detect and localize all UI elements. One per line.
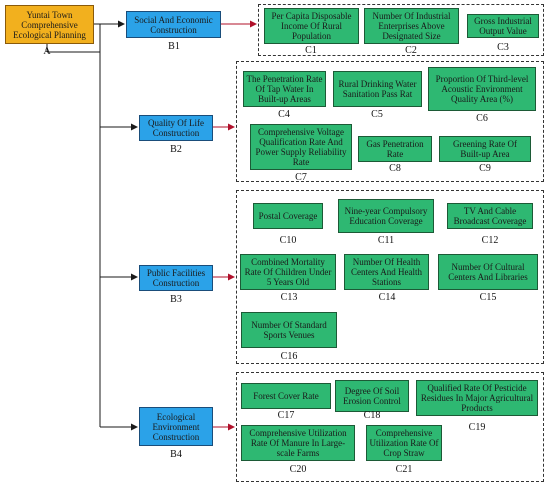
branch-b1-code: B1 xyxy=(168,41,180,52)
leaf-c7: Comprehensive Voltage Qualification Rate… xyxy=(250,124,352,170)
group-b1-frame xyxy=(258,4,544,56)
leaf-c5: Rural Drinking Water Sanitation Pass Rat xyxy=(333,71,422,107)
leaf-c14: Number Of Health Centers And Health Stat… xyxy=(344,254,429,290)
leaf-c2: Number Of Industrial Enterprises Above D… xyxy=(364,8,459,44)
leaf-c20-code: C20 xyxy=(289,464,307,475)
branch-b4: Ecological Environment Construction xyxy=(139,407,213,446)
leaf-c12: TV And Cable Broadcast Coverage xyxy=(447,203,533,229)
leaf-c17-code: C17 xyxy=(277,410,295,421)
branch-b3: Public Facilities Construction xyxy=(139,265,213,291)
leaf-c12-code: C12 xyxy=(481,235,499,246)
leaf-c3-code: C3 xyxy=(497,42,509,53)
leaf-c17: Forest Cover Rate xyxy=(241,383,331,409)
leaf-c13: Combined Mortality Rate Of Children Unde… xyxy=(240,254,336,290)
leaf-c9-code: C9 xyxy=(479,163,491,174)
leaf-c9: Greening Rate Of Built-up Area xyxy=(439,136,531,162)
branch-b4-code: B4 xyxy=(170,449,182,460)
leaf-c11-code: C11 xyxy=(377,235,395,246)
leaf-c8-code: C8 xyxy=(389,163,401,174)
leaf-c19: Qualified Rate Of Pesticide Residues In … xyxy=(416,380,538,416)
leaf-c18: Degree Of Soil Erosion Control xyxy=(335,380,409,412)
branch-b2-code: B2 xyxy=(170,144,182,155)
branch-b1: Social And Economic Construction xyxy=(126,11,221,38)
group-b2-frame xyxy=(236,61,544,182)
leaf-c14-code: C14 xyxy=(378,292,396,303)
leaf-c13-code: C13 xyxy=(280,292,298,303)
root-code: A xyxy=(43,46,51,57)
branch-b2: Quality Of Life Construction xyxy=(139,115,213,141)
leaf-c18-code: C18 xyxy=(363,410,381,421)
group-b4-frame xyxy=(236,372,544,482)
leaf-c15-code: C15 xyxy=(479,292,497,303)
leaf-c7-code: C7 xyxy=(295,172,307,183)
leaf-c21-code: C21 xyxy=(395,464,413,475)
root-node: Yuntai Town Comprehensive Ecological Pla… xyxy=(5,5,94,44)
leaf-c1: Per Capita Disposable Income Of Rural Po… xyxy=(264,8,359,44)
leaf-c8: Gas Penetration Rate xyxy=(358,136,432,162)
leaf-c5-code: C5 xyxy=(371,109,383,120)
leaf-c20: Comprehensive Utilization Rate Of Manure… xyxy=(241,425,355,461)
leaf-c21: Comprehensive Utilization Rate Of Crop S… xyxy=(366,425,442,461)
branch-b3-code: B3 xyxy=(170,294,182,305)
leaf-c4-code: C4 xyxy=(278,109,290,120)
leaf-c19-code: C19 xyxy=(468,422,486,433)
leaf-c3: Gross Industrial Output Value xyxy=(467,14,539,38)
leaf-c2-code: C2 xyxy=(405,45,417,56)
group-b3-frame xyxy=(236,190,544,364)
leaf-c4: The Penetration Rate Of Tap Water In Bui… xyxy=(243,71,326,107)
leaf-c6: Proportion Of Third-level Acoustic Envir… xyxy=(428,67,536,111)
leaf-c15: Number Of Cultural Centers And Libraries xyxy=(438,254,538,290)
leaf-c10-code: C10 xyxy=(279,235,297,246)
leaf-c16: Number Of Standard Sports Venues xyxy=(241,312,337,348)
leaf-c16-code: C16 xyxy=(280,351,298,362)
leaf-c10: Postal Coverage xyxy=(253,203,323,229)
leaf-c6-code: C6 xyxy=(476,113,488,124)
leaf-c1-code: C1 xyxy=(305,45,317,56)
leaf-c11: Nine-year Compulsory Education Coverage xyxy=(338,199,434,233)
